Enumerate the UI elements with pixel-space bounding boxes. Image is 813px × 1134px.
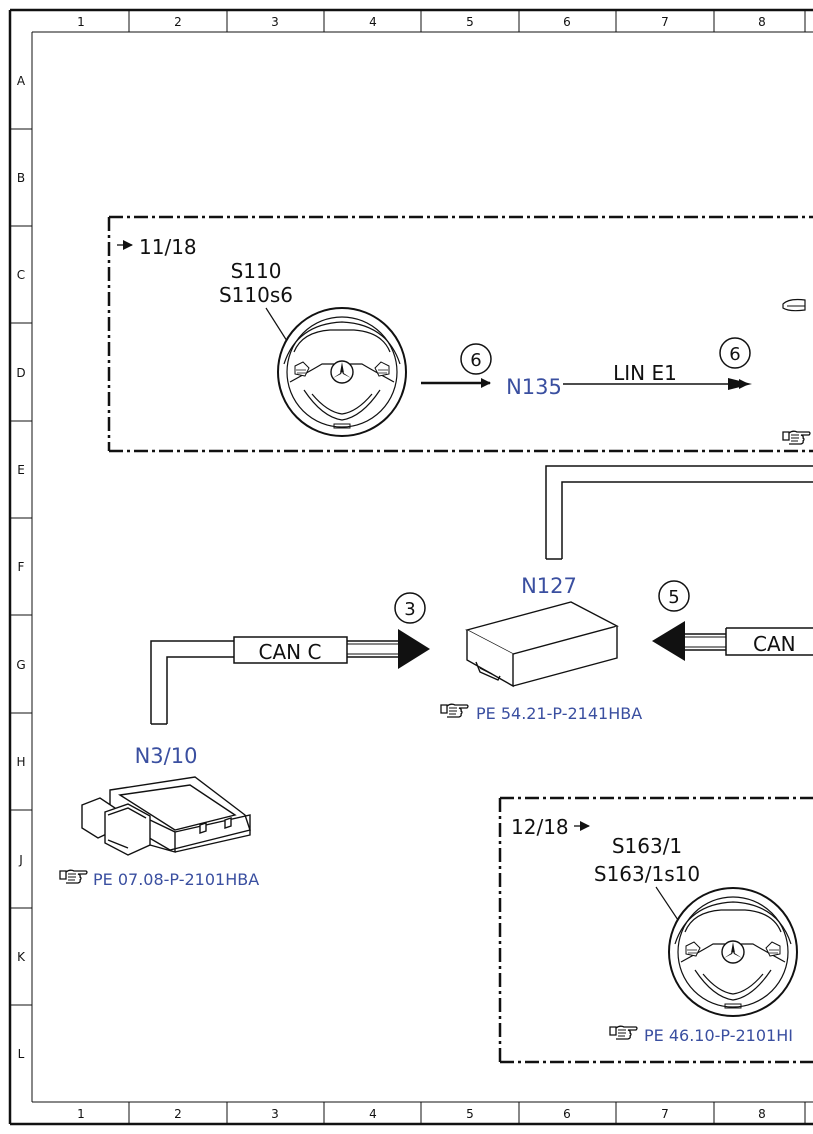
lin-e1-label: LIN E1	[613, 361, 677, 385]
n127-doc-ref[interactable]: PE 54.21-P-2141HBA	[476, 704, 642, 723]
row-label: J	[18, 853, 23, 867]
col-label-top: 1	[77, 15, 85, 29]
can-right-line: CAN 5	[652, 580, 813, 661]
arrow-number-5: 5	[668, 587, 679, 608]
row-label: B	[17, 171, 25, 185]
arrow-number-circle	[394, 592, 426, 624]
pointing-hand-icon	[440, 703, 469, 718]
upper-group: 11/18 S110 S110s6 6 N135 LIN E1 6	[107, 215, 813, 453]
row-label: A	[17, 74, 26, 88]
connector-icon	[782, 298, 806, 312]
arrow-number-3: 3	[404, 599, 415, 620]
col-label-bottom: 4	[369, 1107, 377, 1121]
can-c-label: CAN C	[259, 640, 322, 664]
arrow-number-circle	[719, 337, 751, 369]
col-label-bottom: 5	[466, 1107, 474, 1121]
lower-group: 12/18 S163/1 S163/1s10 PE 46.10-P-2101HI	[498, 796, 813, 1064]
row-label: D	[16, 366, 25, 380]
n127-module: N127 PE 54.21-P-2141HBA	[440, 574, 642, 723]
col-label-bottom: 7	[661, 1107, 669, 1121]
s110-label: S110	[231, 259, 282, 283]
pointing-hand-icon	[59, 869, 88, 884]
steering-wheel-icon	[668, 887, 798, 1017]
n127-label: N127	[521, 574, 577, 598]
n3-10-module: N3/10 PE 07.08-P-2101HBA	[59, 744, 259, 889]
col-label-top: 8	[758, 15, 766, 29]
row-label: H	[16, 755, 25, 769]
col-label-top: 5	[466, 15, 474, 29]
row-label: K	[17, 950, 26, 964]
col-label-bottom: 2	[174, 1107, 182, 1121]
s163-1-label: S163/1	[612, 834, 682, 858]
col-label-bottom: 1	[77, 1107, 85, 1121]
can-c-line: CAN C 3	[150, 592, 430, 725]
col-label-top: 3	[271, 15, 279, 29]
row-label: F	[18, 560, 25, 574]
bus-line-n127-top	[545, 465, 813, 560]
col-label-bottom: 8	[758, 1107, 766, 1121]
col-label-top: 7	[661, 15, 669, 29]
row-label: L	[18, 1047, 25, 1061]
col-label-top: 6	[563, 15, 571, 29]
row-label: G	[16, 658, 25, 672]
pointing-hand-icon	[609, 1025, 638, 1040]
n135-label: N135	[506, 375, 562, 399]
steering-wheel-icon	[277, 307, 407, 437]
engine-ecu-icon	[81, 776, 251, 856]
col-label-top: 4	[369, 15, 377, 29]
arrow-number-6a: 6	[470, 350, 481, 371]
n3-10-label: N3/10	[135, 744, 198, 768]
row-label: C	[17, 268, 25, 282]
s110s6-label: S110s6	[219, 283, 293, 307]
arrow-number-circle	[658, 580, 690, 612]
col-label-bottom: 3	[271, 1107, 279, 1121]
col-label-top: 2	[174, 15, 182, 29]
row-label: E	[17, 463, 25, 477]
upper-group-ref: 11/18	[139, 235, 197, 259]
arrow-number-6b: 6	[729, 344, 740, 365]
n3-10-doc-ref[interactable]: PE 07.08-P-2101HBA	[93, 870, 259, 889]
arrow-number-circle	[460, 343, 492, 375]
drawing-frame: 1 2 3 4 5 6 7 8 1 2 3 4 5 6 7 8 A B C D …	[8, 8, 813, 1126]
can-right-label: CAN	[753, 632, 796, 656]
lower-group-ref: 12/18	[511, 815, 569, 839]
s163-doc-ref[interactable]: PE 46.10-P-2101HI	[644, 1026, 793, 1045]
s163-1s10-label: S163/1s10	[594, 862, 700, 886]
control-unit-icon	[465, 601, 619, 688]
pointing-hand-icon	[782, 430, 811, 445]
col-label-bottom: 6	[563, 1107, 571, 1121]
